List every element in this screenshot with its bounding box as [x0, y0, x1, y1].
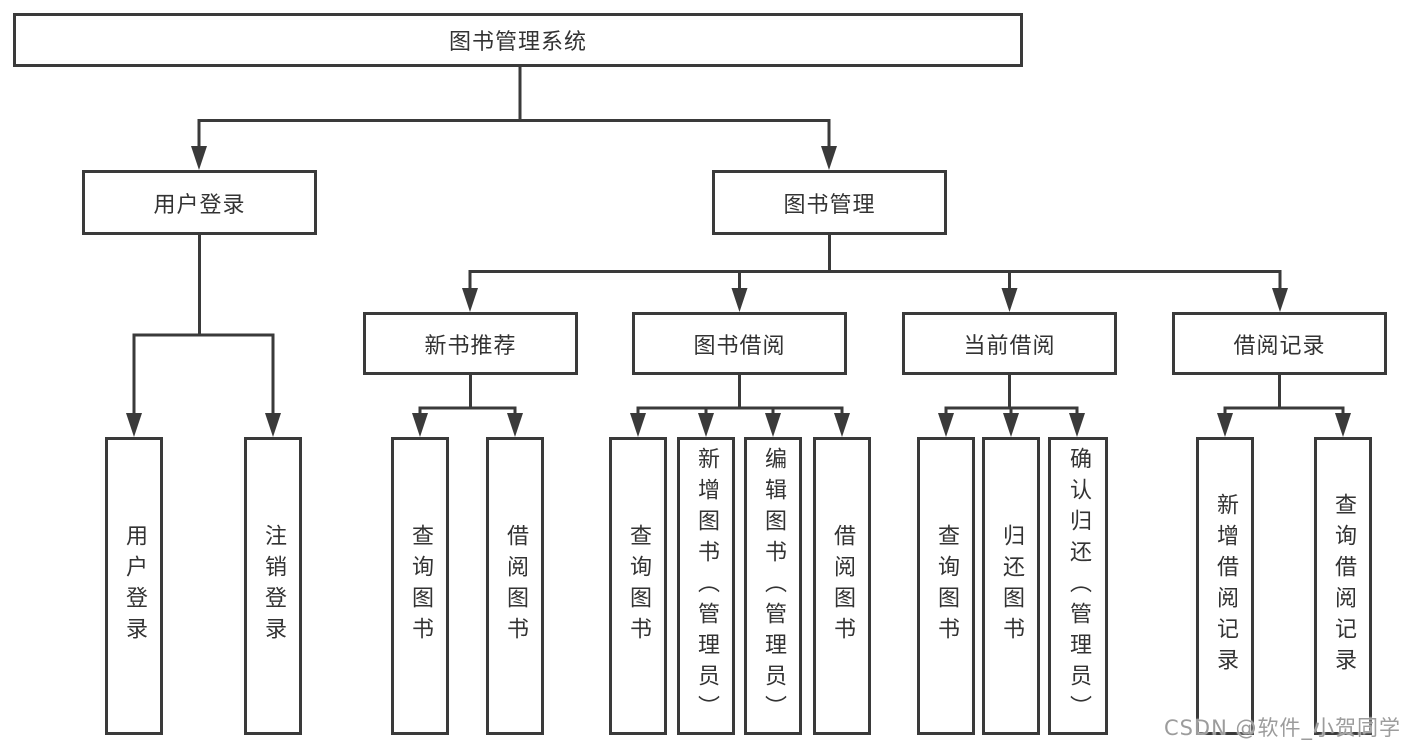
node-book-borrowing-label: 图书借阅	[693, 333, 786, 359]
leaf-query-borrow-record: 查询借阅记录	[1314, 437, 1372, 735]
node-current-borrowing: 当前借阅	[902, 312, 1117, 375]
leaf-borrow-books: 借阅图书	[813, 437, 871, 735]
connector-borrowing-records-to-leaves	[1217, 373, 1351, 437]
leaf-confirm-return-admin-label: 确认归还（管理员）	[1066, 446, 1091, 726]
node-current-borrowing-label: 当前借阅	[963, 333, 1056, 359]
node-new-book-recommend-label: 新书推荐	[424, 333, 517, 359]
leaf-query-books-borrowing-label: 查询图书	[626, 524, 651, 648]
leaf-add-borrow-record: 新增借阅记录	[1196, 437, 1254, 735]
leaf-user-login-label: 用户登录	[122, 524, 147, 648]
connector-book-borrowing-to-leaves	[630, 373, 850, 437]
leaf-add-books-admin: 新增图书（管理员）	[677, 437, 735, 735]
leaf-return-books-label: 归还图书	[999, 524, 1024, 648]
node-new-book-recommend: 新书推荐	[363, 312, 578, 375]
leaf-query-borrow-record-label: 查询借阅记录	[1331, 493, 1356, 679]
node-book-borrowing: 图书借阅	[632, 312, 847, 375]
leaf-logout: 注销登录	[244, 437, 302, 735]
leaf-edit-books-admin-label: 编辑图书（管理员）	[761, 446, 786, 726]
leaf-return-books: 归还图书	[982, 437, 1040, 735]
node-user-login-label: 用户登录	[153, 192, 246, 218]
leaf-user-login: 用户登录	[105, 437, 163, 735]
watermark: CSDN @软件_小贺同学	[1163, 716, 1401, 740]
leaf-query-books-recommend: 查询图书	[391, 437, 449, 735]
connector-new-book-recommend-to-leaves	[412, 373, 523, 437]
node-borrowing-records: 借阅记录	[1172, 312, 1387, 375]
leaf-add-borrow-record-label: 新增借阅记录	[1213, 493, 1238, 679]
leaf-borrow-books-recommend: 借阅图书	[486, 437, 544, 735]
leaf-query-books-borrowing: 查询图书	[609, 437, 667, 735]
node-borrowing-records-label: 借阅记录	[1233, 333, 1326, 359]
connector-user-login-to-leaves	[126, 233, 281, 437]
leaf-confirm-return-admin: 确认归还（管理员）	[1048, 437, 1108, 735]
leaf-logout-label: 注销登录	[261, 524, 286, 648]
leaf-query-books-current-label: 查询图书	[934, 524, 959, 648]
leaf-borrow-books-label: 借阅图书	[830, 524, 855, 648]
node-user-login: 用户登录	[82, 170, 317, 235]
leaf-query-books-current: 查询图书	[917, 437, 975, 735]
node-book-management-system: 图书管理系统	[13, 13, 1023, 67]
connector-current-borrowing-to-leaves	[938, 373, 1085, 437]
leaf-edit-books-admin: 编辑图书（管理员）	[744, 437, 802, 735]
leaf-borrow-books-recommend-label: 借阅图书	[503, 524, 528, 648]
leaf-add-books-admin-label: 新增图书（管理员）	[694, 446, 719, 726]
node-book-management-label: 图书管理	[783, 192, 876, 218]
node-book-management-system-label: 图书管理系统	[448, 30, 587, 55]
leaf-query-books-recommend-label: 查询图书	[408, 524, 433, 648]
node-book-management: 图书管理	[712, 170, 947, 235]
connector-book-management-to-level3	[462, 233, 1288, 312]
connector-root-to-level2	[191, 66, 837, 170]
